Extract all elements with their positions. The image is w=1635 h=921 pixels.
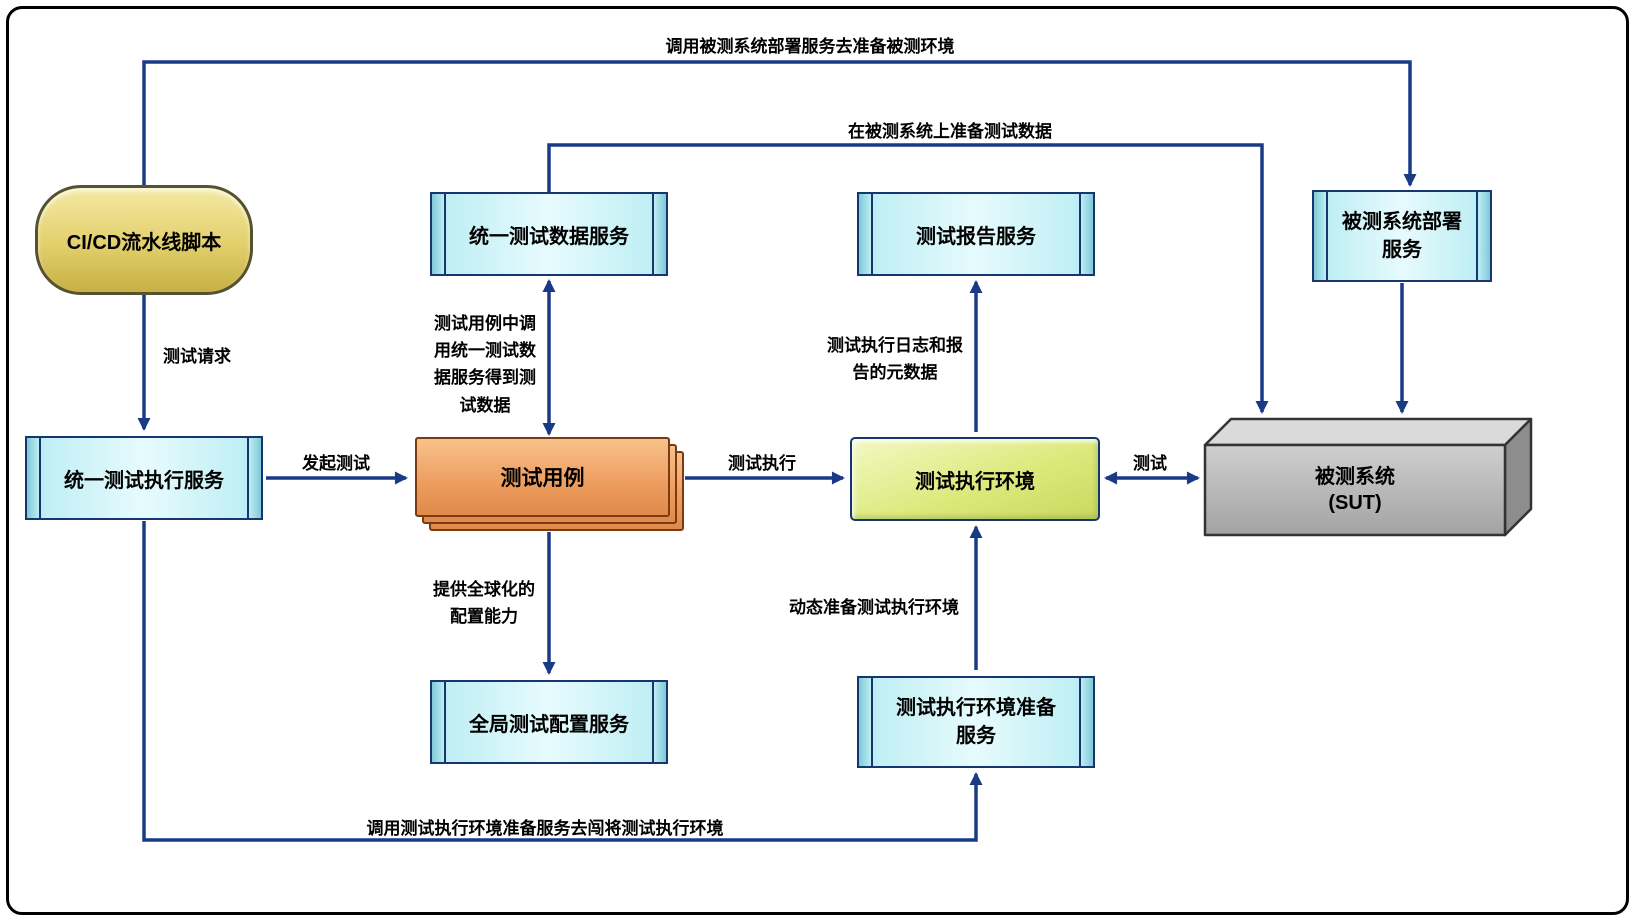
node-unified-test-data-service-label: 统一测试数据服务 (469, 225, 629, 248)
node-global-test-config-service-label: 全局测试配置服务 (469, 713, 629, 736)
edge-label-test: 测试 (1133, 454, 1167, 473)
node-env-prep-service-label: 测试执行环境准备服务 (896, 697, 1056, 747)
node-test-report-service: 测试报告服务 (857, 192, 1095, 276)
sut-shape (1203, 417, 1533, 537)
node-env-prep-service: 测试执行环境准备服务 (857, 676, 1095, 768)
test-case-stack-front: 测试用例 (415, 437, 670, 517)
edge-label-get-test-data: 测试用例中调用统一测试数据服务得到测试数据 (434, 314, 536, 415)
edge-label-initiate-test: 发起测试 (302, 454, 370, 473)
node-sut: 被测系统 (SUT) (1205, 445, 1505, 535)
node-test-exec-environment: 测试执行环境 (850, 437, 1100, 521)
node-unified-test-data-service: 统一测试数据服务 (430, 192, 668, 276)
edge-deploy-env (142, 60, 1417, 187)
edge-label-prepare-data: 在被测系统上准备测试数据 (848, 122, 1052, 141)
node-global-test-config-service: 全局测试配置服务 (430, 680, 668, 764)
node-test-case: 测试用例 (415, 437, 685, 532)
node-cicd-pipeline: CI/CD流水线脚本 (35, 185, 253, 295)
edge-label-report-meta: 测试执行日志和报告的元数据 (827, 336, 963, 383)
edge-label-test-request: 测试请求 (163, 347, 231, 366)
node-unified-test-exec-service: 统一测试执行服务 (25, 436, 263, 520)
edge-label-global-capability: 提供全球化的配置能力 (433, 580, 535, 627)
edge-prepare-data (547, 143, 1269, 414)
node-sut-deploy-service-label: 被测系统部署服务 (1342, 211, 1462, 261)
node-test-exec-environment-label: 测试执行环境 (915, 470, 1035, 493)
edge-call-env-prep (142, 521, 983, 842)
edge-label-test-exec: 测试执行 (728, 454, 796, 473)
node-sut-sublabel: (SUT) (1328, 492, 1382, 514)
node-sut-label: 被测系统 (1315, 466, 1395, 488)
edge-label-call-env-prep: 调用测试执行环境准备服务去闯将测试执行环境 (366, 819, 724, 838)
node-test-case-label: 测试用例 (500, 467, 585, 490)
edge-label-dynamic-prepare: 动态准备测试执行环境 (789, 598, 959, 617)
node-unified-test-exec-service-label: 统一测试执行服务 (64, 469, 224, 492)
node-sut-deploy-service: 被测系统部署服务 (1312, 190, 1492, 282)
node-test-report-service-label: 测试报告服务 (916, 225, 1036, 248)
node-cicd-pipeline-label: CI/CD流水线脚本 (66, 231, 222, 254)
edge-label-deploy-env: 调用被测系统部署服务去准备被测环境 (665, 37, 955, 56)
